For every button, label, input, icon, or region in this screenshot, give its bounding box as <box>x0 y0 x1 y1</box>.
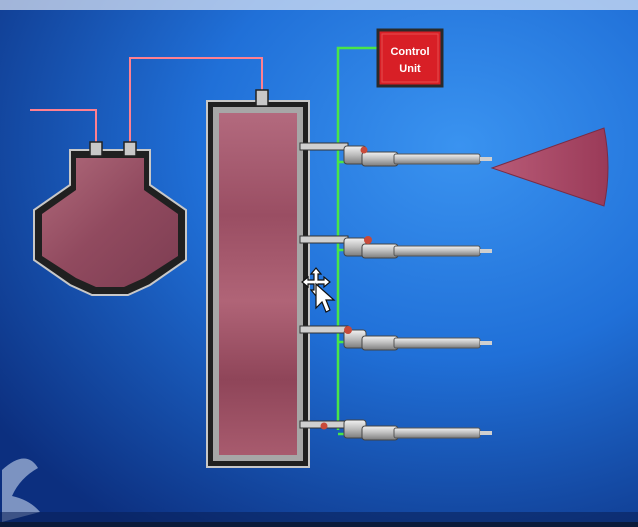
high-pressure-pump <box>33 141 187 296</box>
injector-3-valve <box>344 326 352 334</box>
pump-fuel-chamber <box>42 158 178 287</box>
injector-3 <box>343 326 492 351</box>
fuel-lines <box>30 57 263 150</box>
outlet-pipe-1 <box>299 142 349 151</box>
outlet-pipe-2 <box>299 235 349 244</box>
bottom-edge-shadow <box>0 512 638 522</box>
injector-2-valve <box>364 236 372 244</box>
outlet-pipe-3 <box>299 325 349 334</box>
injector-1 <box>343 145 492 167</box>
logo-watermark-icon <box>2 458 40 522</box>
inlet-fuel-line <box>30 109 97 150</box>
rail-inlet-port <box>255 89 269 107</box>
arrow-pointer-icon <box>315 282 336 313</box>
control-unit-label-line2: Unit <box>399 63 421 75</box>
common-rail <box>206 89 310 468</box>
fuel-spray-cone <box>490 127 609 207</box>
injector-4 <box>320 419 492 441</box>
control-unit-box <box>376 28 444 88</box>
pump-to-rail-line <box>129 57 263 148</box>
pump-outlet-port <box>123 141 137 157</box>
control-signal-trunk <box>336 46 380 430</box>
injector-2 <box>343 236 492 259</box>
rail-fuel <box>219 113 297 455</box>
injector-4-valve <box>320 422 328 430</box>
injector-1-valve <box>360 146 368 154</box>
pump-inlet-port <box>89 141 103 157</box>
control-unit: Control Unit <box>376 28 444 88</box>
control-unit-label-line1: Control <box>390 46 429 58</box>
top-edge-glare <box>0 0 638 10</box>
